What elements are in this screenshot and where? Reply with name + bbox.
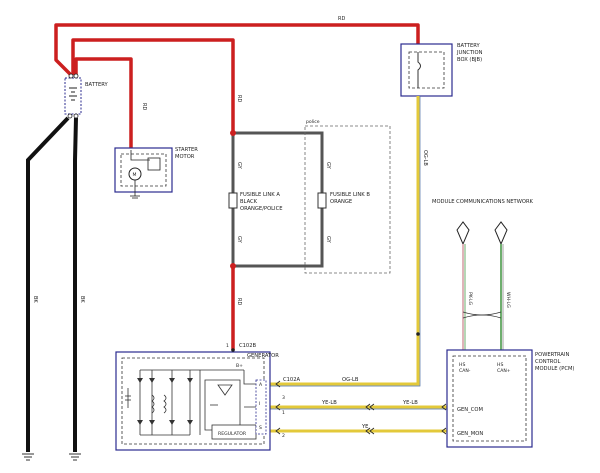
pcm-label-1: POWERTRAIN (535, 352, 569, 358)
pin-i-label: I (259, 401, 260, 407)
wire-label-og-lb-vertical: OG-LB (422, 150, 428, 166)
network-nodes (456, 221, 508, 246)
c102b-pin-1: 1 (226, 343, 229, 349)
generator-label: GENERATOR (247, 353, 279, 359)
pcm-pin-hs-2: HS (497, 362, 503, 368)
pin-s-label: S (259, 425, 262, 431)
og-lb-connector-dot (416, 332, 420, 336)
network-label: MODULE COMMUNICATIONS NETWORK (432, 199, 534, 205)
pin-a-label: A (259, 382, 263, 388)
wire-label-gy-a-bottom: GY (236, 236, 242, 244)
c102b-dot (231, 348, 235, 352)
pcm (446, 349, 533, 448)
fusible-b-label-2: ORANGE (330, 199, 352, 205)
ground-symbols-bottom (22, 453, 81, 461)
regulator-label: REGULATOR (218, 431, 247, 437)
fusible-a-label-1: FUSIBLE LINK A (240, 192, 280, 198)
pin-2-label: 2 (282, 433, 285, 439)
wire-label-rd-fusible-bottom: RD (236, 298, 242, 305)
fusible-link-a (228, 192, 238, 209)
c102a-label: C102A (283, 377, 301, 383)
bjb-label-2: JUNCTION (456, 50, 483, 56)
starter-label-2: MOTOR (175, 154, 195, 160)
pin-3-label: 3 (282, 395, 285, 401)
pcm-pin-gen-mon: GEN_MON (457, 431, 483, 437)
wire-label-rd-starter: RD (141, 103, 147, 110)
bjb-label-1: BATTERY (457, 43, 480, 49)
wire-label-gy-b-bottom: GY (325, 236, 331, 244)
wire-label-ye: YE (361, 424, 368, 430)
bk-wire-1 (26, 116, 70, 452)
fusible-a-label-3: ORANGE/POLICE (240, 206, 282, 212)
pcm-label-2: CONTROL (535, 359, 560, 365)
wire-label-og-lb-horizontal: OG-LB (342, 377, 359, 383)
wire-label-pk-lg: PK-LG (467, 292, 473, 306)
wire-label-bk-2: BK (79, 296, 85, 303)
ye-lb-wire (270, 405, 455, 410)
battery-label: BATTERY (85, 82, 108, 88)
og-lb-wire (270, 96, 421, 387)
can-bus-wires (462, 244, 504, 370)
police-option-box (304, 125, 391, 274)
fusible-b-label-1: FUSIBLE LINK B (330, 192, 370, 198)
black-wire-group (26, 116, 78, 452)
wire-label-ye-lb-2: YE-LB (402, 400, 418, 406)
bjb-label-3: BOX (BJB) (457, 57, 482, 63)
pcm-pin-can-plus: CAN+ (497, 368, 511, 374)
pcm-pin-can-minus: CAN- (459, 368, 471, 374)
c102b-label: C102B (239, 343, 257, 349)
fusible-link-frame (231, 131, 324, 268)
connector-chevrons (275, 380, 447, 435)
rd-wire-to-starter (74, 57, 133, 150)
splice-bottom (230, 263, 236, 269)
pcm-label-3: MODULE (PCM) (535, 366, 574, 372)
battery (64, 73, 82, 119)
pin-1-label: 1 (282, 410, 285, 416)
wire-label-rd-top: RD (338, 16, 345, 22)
b-plus-label: B+ (236, 363, 243, 369)
fusible-a-label-2: BLACK (240, 199, 258, 205)
battery-junction-box (400, 43, 453, 97)
police-label: police (306, 119, 320, 125)
svg-text:M: M (133, 172, 137, 178)
generator (115, 351, 271, 451)
wire-label-gy-b-top: GY (325, 162, 331, 170)
starter-motor: M (114, 147, 173, 199)
splice-top (230, 130, 236, 136)
wire-label-rd-fusible-top: RD (236, 95, 242, 102)
wire-label-wh-lg: WH-LG (505, 292, 511, 308)
wire-label-gy-a-top: GY (236, 162, 242, 170)
rd-wire-to-bjb (54, 23, 420, 77)
wire-label-bk-1: BK (32, 296, 38, 303)
wire-label-ye-lb-1: YE-LB (321, 400, 337, 406)
bk-wire-2 (73, 117, 78, 452)
pcm-pin-gen-com: GEN_COM (457, 407, 483, 413)
rd-wire-to-fusible (71, 38, 235, 133)
red-wire-group (54, 23, 420, 350)
pcm-pin-hs-1: HS (459, 362, 465, 368)
starter-label-1: STARTER (175, 147, 198, 153)
fusible-link-b (317, 192, 327, 209)
